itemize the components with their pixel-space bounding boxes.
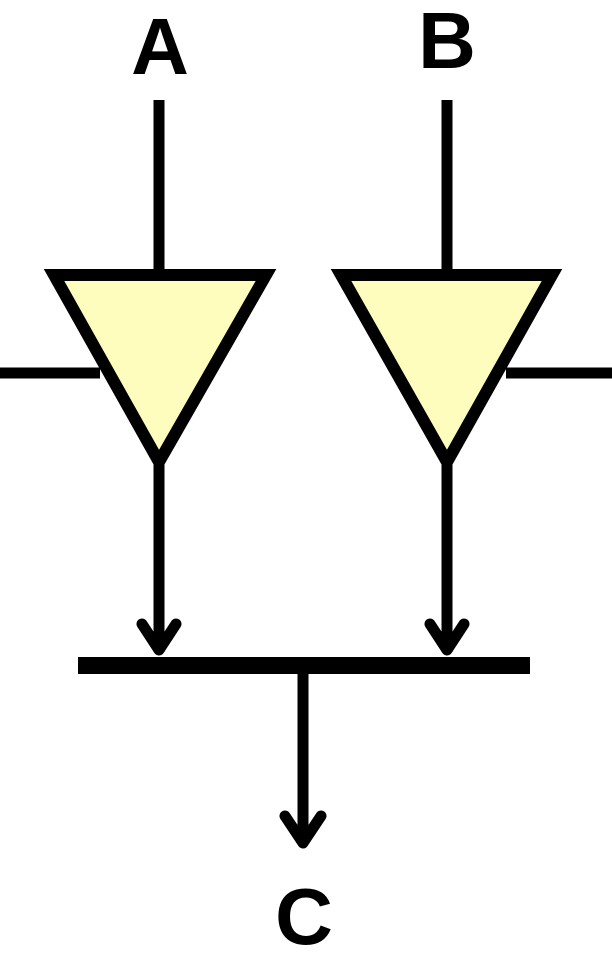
bus-line <box>78 657 530 674</box>
tristate-buffer-b <box>330 269 563 475</box>
arrowhead-c-icon <box>279 810 327 849</box>
input-a-label: A <box>131 2 189 91</box>
output-c-label: C <box>275 872 333 960</box>
arrowhead-a-icon <box>136 618 182 656</box>
input-b-label: B <box>418 0 476 85</box>
arrowhead-b-icon <box>424 618 470 656</box>
tristate-buffer-a <box>43 269 277 475</box>
